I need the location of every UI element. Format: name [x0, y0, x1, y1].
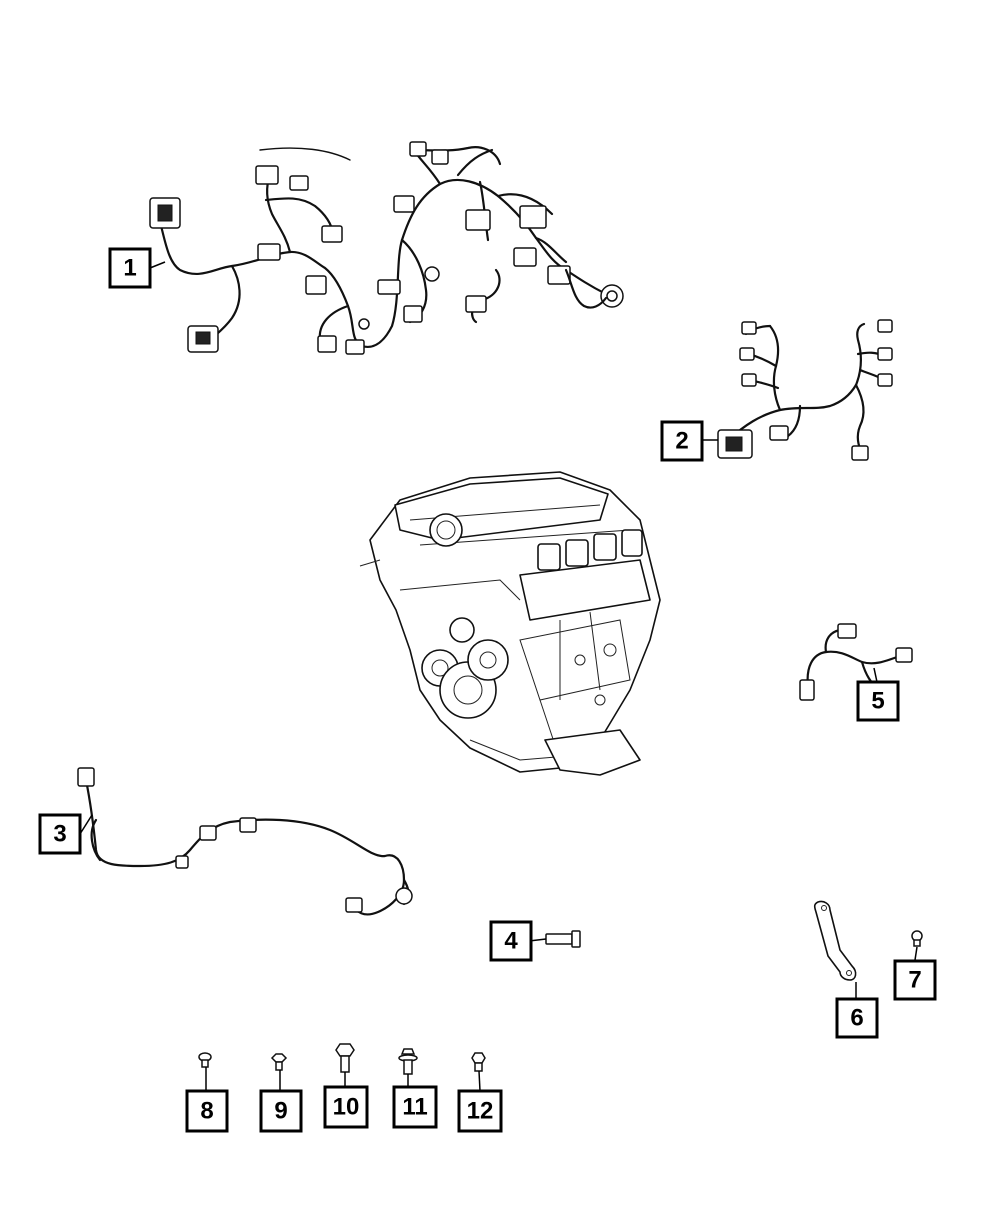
- callout-7: 7: [893, 959, 937, 1001]
- callout-2: 2: [660, 420, 704, 462]
- callout-3: 3: [38, 813, 82, 855]
- push-pin-clip-icon: [198, 1052, 212, 1068]
- bolt-icon: [471, 1052, 486, 1072]
- callout-11-label: 11: [402, 1094, 427, 1121]
- callout-4-label: 4: [504, 928, 518, 955]
- bolt-icon: [545, 930, 581, 948]
- callout-4: 4: [489, 920, 533, 962]
- callout-11: 11: [392, 1085, 438, 1129]
- wiring-bracket-icon: [813, 900, 857, 981]
- callout-8: 8: [185, 1089, 229, 1133]
- callout-5: 5: [856, 680, 900, 722]
- push-pin-clip-icon: [911, 930, 923, 947]
- callout-7-label: 7: [908, 967, 921, 994]
- callout-1: 1: [108, 247, 152, 289]
- engine-assembly-icon: [359, 471, 661, 776]
- callout-12-label: 12: [467, 1098, 494, 1125]
- callout-12: 12: [457, 1089, 503, 1133]
- engine-wiring-harness-icon: [149, 141, 624, 355]
- callout-1-label: 1: [123, 255, 136, 282]
- nut-icon: [270, 1053, 288, 1071]
- injector-harness-icon: [717, 319, 893, 461]
- callout-3-label: 3: [53, 821, 66, 848]
- bolt-icon: [335, 1043, 355, 1073]
- callout-2-label: 2: [675, 428, 688, 455]
- callout-9-label: 9: [274, 1098, 287, 1125]
- callout-5-label: 5: [871, 688, 884, 715]
- bolt-icon: [398, 1048, 418, 1075]
- leader-lines: [79, 261, 918, 1092]
- callout-9: 9: [259, 1089, 303, 1133]
- callout-10: 10: [323, 1085, 369, 1129]
- long-wiring-harness-icon: [77, 767, 413, 916]
- callout-6: 6: [835, 997, 879, 1039]
- callout-8-label: 8: [200, 1098, 213, 1125]
- callout-6-label: 6: [850, 1005, 863, 1032]
- callout-10-label: 10: [333, 1094, 360, 1121]
